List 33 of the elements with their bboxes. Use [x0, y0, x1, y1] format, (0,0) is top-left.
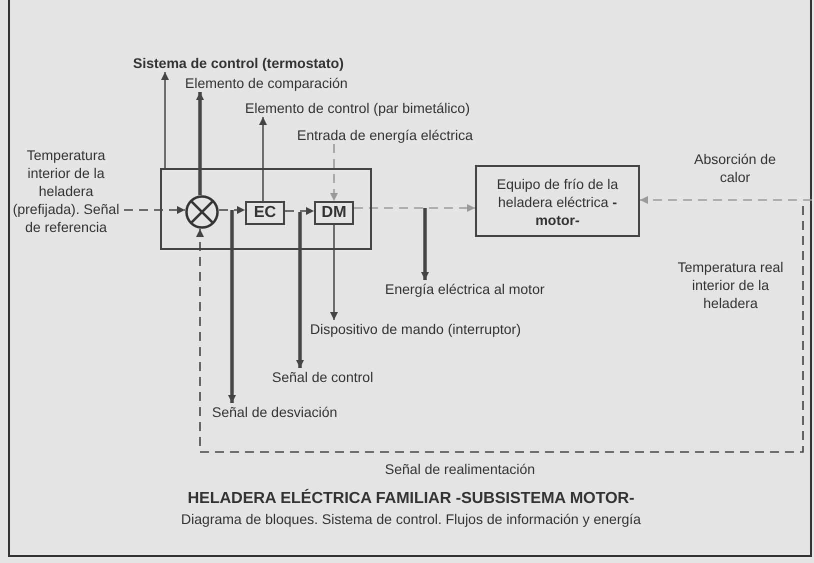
arrow: [296, 212, 304, 368]
arrow: [161, 72, 169, 168]
arrow: [330, 225, 338, 320]
annotation-text: Elemento de control (par bimetálico): [245, 99, 470, 117]
system-heading: Sistema de control (termostato): [133, 54, 344, 72]
dashed-arrow: [330, 144, 338, 201]
annotation-text: Energía eléctrica al motor: [385, 280, 545, 298]
diagram-caption: Diagrama de bloques. Sistema de control. Flujos de información y energía: [180, 510, 642, 528]
annotation-text: Temperatura real interior de la heladera: [676, 258, 784, 312]
arrow: [421, 208, 429, 280]
edge-label: Señal de realimentación: [384, 460, 536, 478]
diagram-title: HELADERA ELÉCTRICA FAMILIAR -SUBSISTEMA MOTOR-: [186, 490, 636, 508]
arrow: [259, 117, 267, 201]
annotation-text: Señal de control: [272, 368, 374, 386]
refrigeration-unit-box: Equipo de frío de la heladera eléctrica -motor-: [475, 165, 640, 237]
dashed-arrow: [354, 204, 475, 212]
control-system-box: [160, 168, 372, 250]
annotation-text: Dispositivo de mando (interruptor): [310, 320, 521, 338]
dashed-arrow: [196, 206, 804, 453]
control-element-box: EC: [245, 201, 285, 225]
annotation-text: Elemento de comparación: [185, 74, 348, 92]
annotation-text: Entrada de energía eléctrica: [297, 126, 473, 144]
dashed-arrow: [219, 206, 245, 214]
comparator-circle: [185, 195, 219, 229]
annotation-text: Señal de desviación: [212, 403, 338, 421]
dashed-arrow: [285, 207, 314, 215]
arrow: [196, 92, 204, 195]
control-device-box: DM: [314, 201, 354, 225]
dashed-arrow: [640, 196, 812, 204]
annotation-text: Absorción de calor: [693, 150, 777, 186]
annotation-text: Temperatura interior de la heladera (prefijada). Señal de referencia: [8, 146, 124, 236]
arrow: [228, 210, 236, 403]
dashed-arrow: [124, 206, 185, 214]
